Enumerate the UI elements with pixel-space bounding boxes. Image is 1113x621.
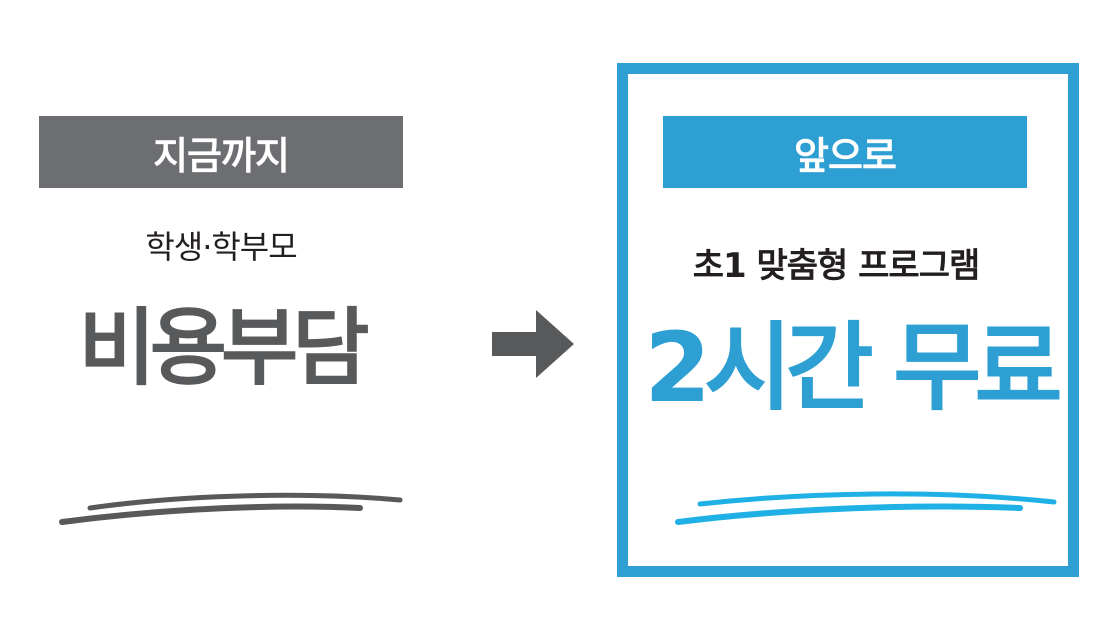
right-brush-stroke-icon bbox=[675, 491, 1057, 525]
left-label-text: 지금까지 bbox=[153, 133, 290, 178]
left-brush-stroke-icon bbox=[59, 492, 403, 525]
right-subtitle: 초1 맞춤형 프로그램 bbox=[692, 246, 981, 286]
left-subtitle: 학생·학부모 bbox=[145, 228, 297, 266]
right-main-text: 2시간 무료 bbox=[644, 312, 1063, 424]
right-arrow-icon bbox=[492, 310, 574, 378]
left-main-text: 비용부담 bbox=[78, 299, 369, 397]
left-label-badge: 지금까지 bbox=[39, 116, 403, 188]
right-label-text: 앞으로 bbox=[794, 133, 897, 178]
right-label-badge: 앞으로 bbox=[663, 116, 1027, 188]
